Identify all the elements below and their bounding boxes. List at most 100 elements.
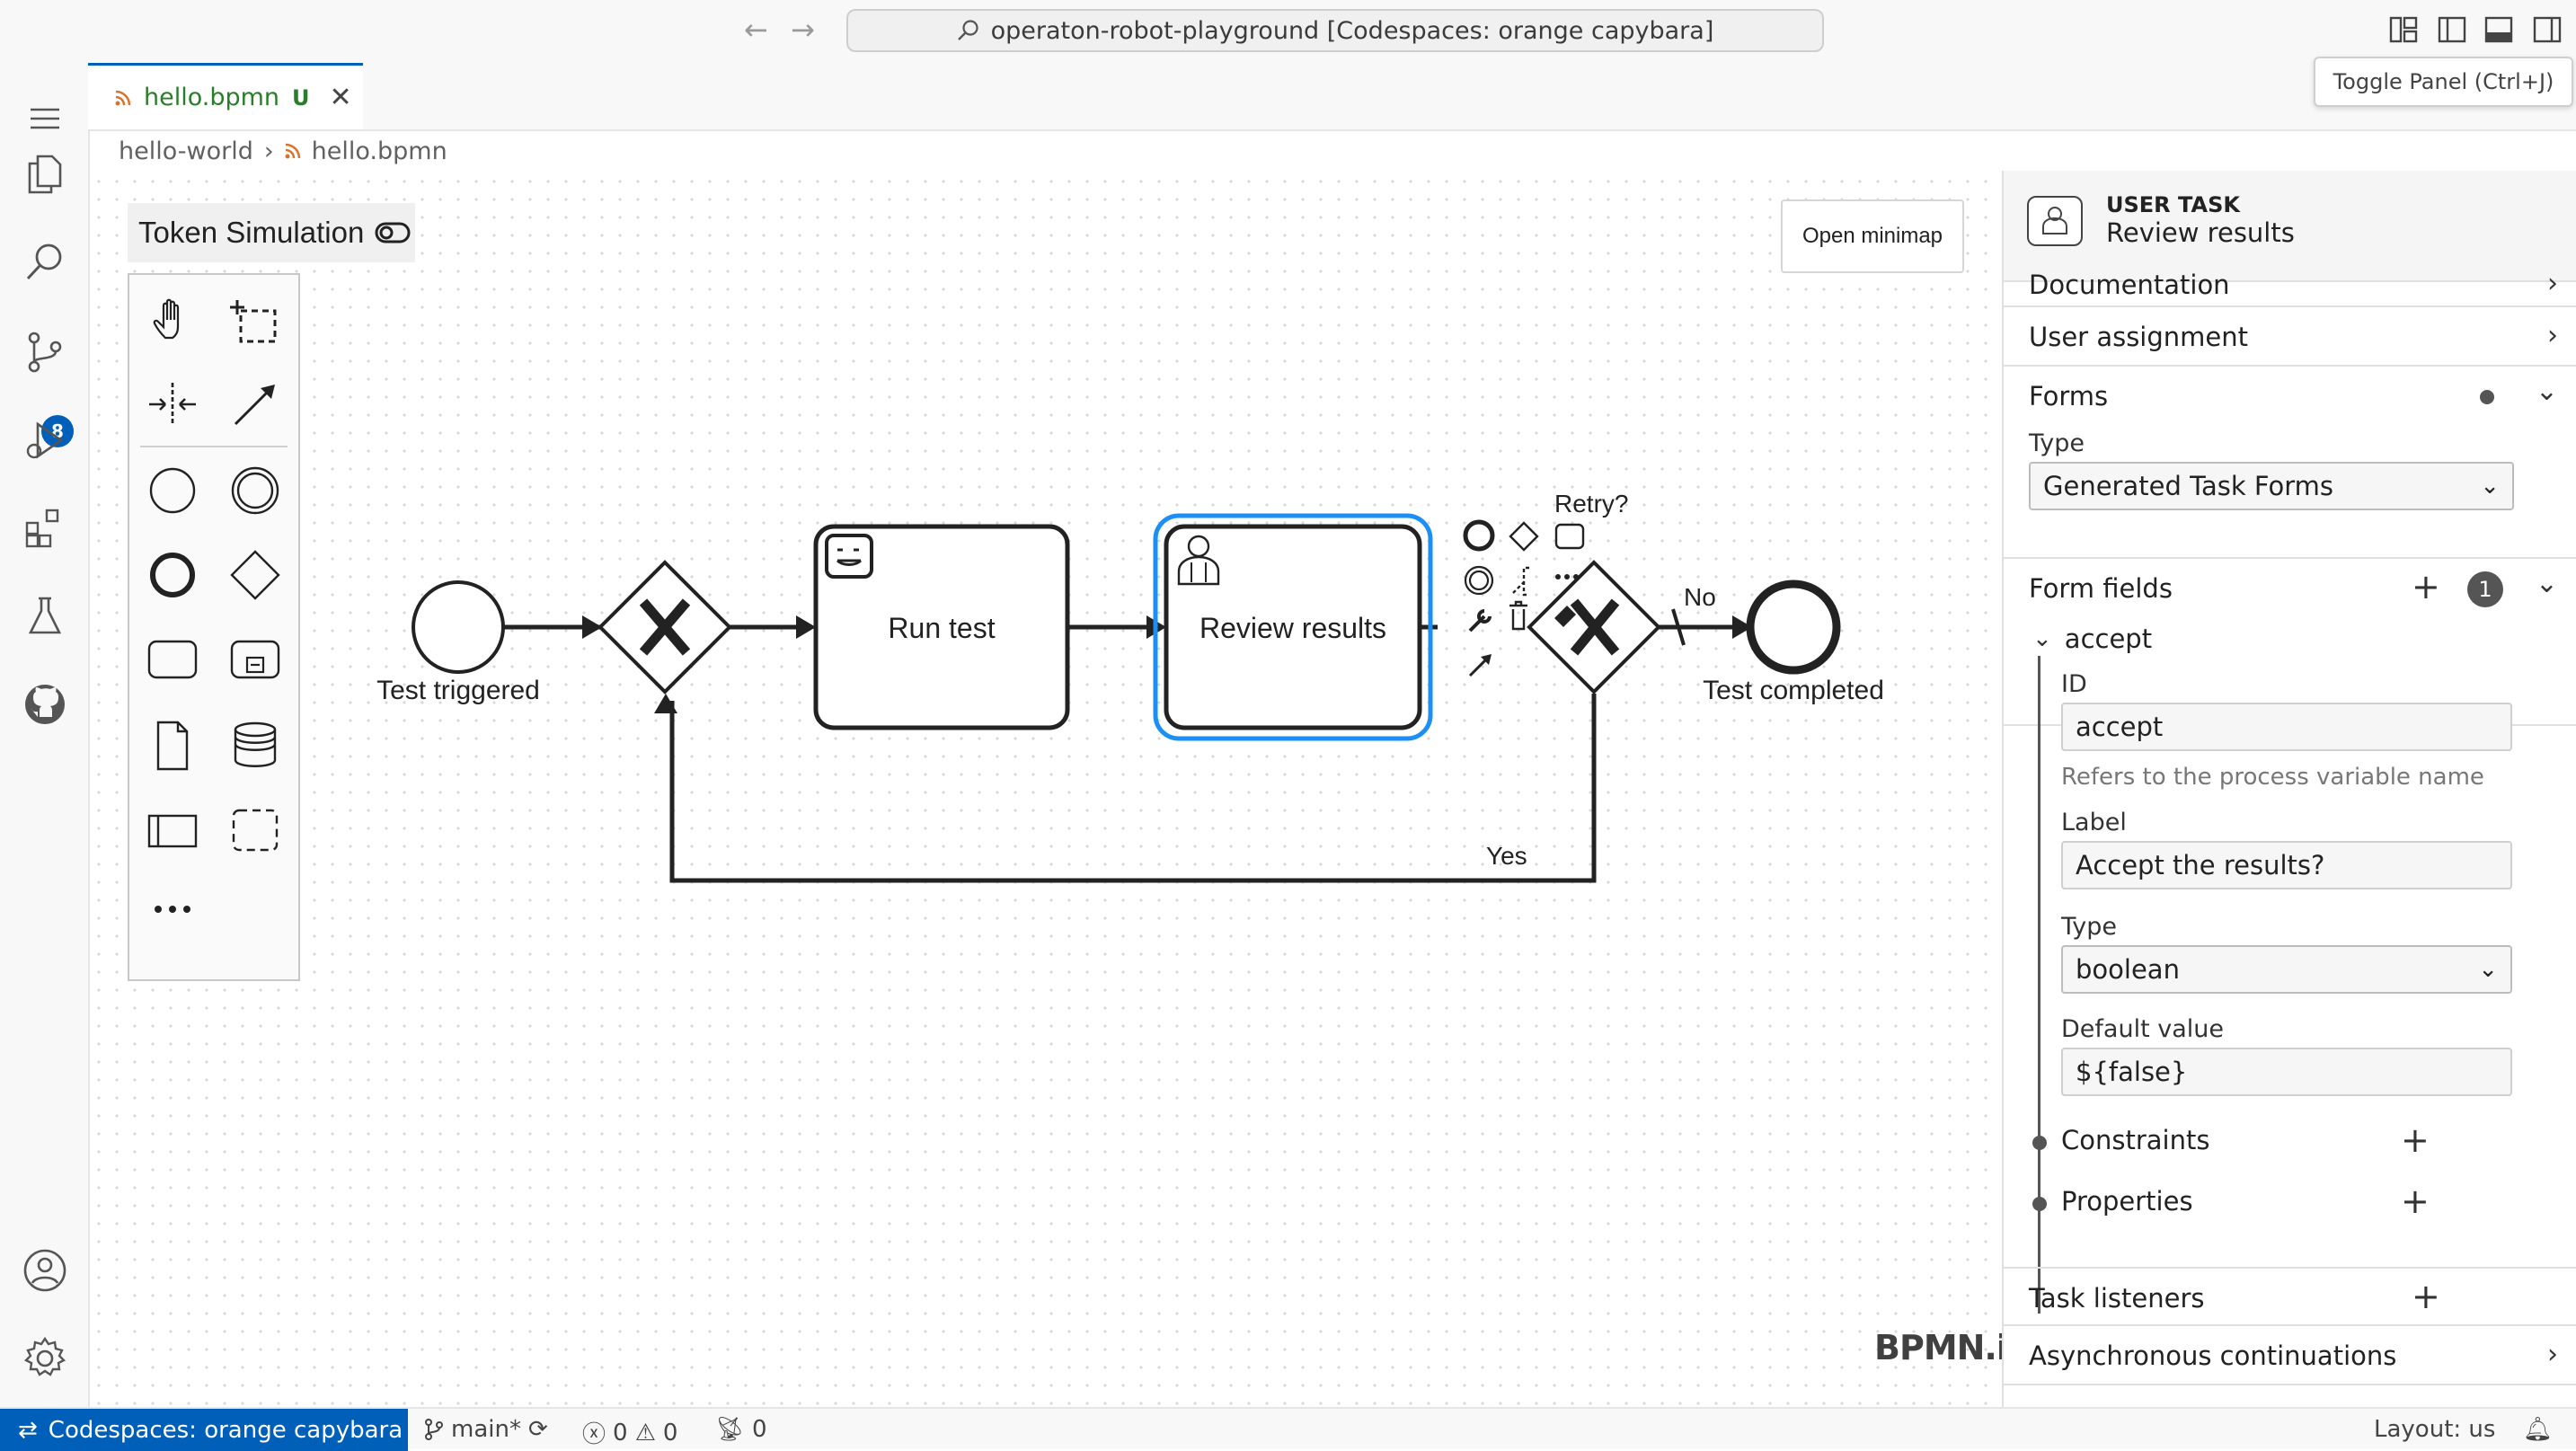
sync-icon[interactable]: ⟳ <box>527 1416 548 1443</box>
start-event-icon[interactable] <box>146 464 199 518</box>
github-icon[interactable] <box>22 681 68 728</box>
remote-indicator[interactable]: ⇄ Codespaces: orange capybara <box>0 1409 408 1451</box>
open-minimap-button[interactable]: Open minimap <box>1781 199 1964 273</box>
data-store-icon[interactable] <box>228 719 282 773</box>
end-event[interactable] <box>1746 580 1841 675</box>
group-user-assignment[interactable]: User assignment › <box>2004 307 2576 367</box>
type-label: Type <box>2061 913 2118 941</box>
back-arrow-icon[interactable]: ← <box>744 13 768 47</box>
chevron-down-icon[interactable]: ⌄ <box>2535 376 2558 407</box>
lasso-tool-icon[interactable] <box>228 295 282 349</box>
command-center-search[interactable]: operaton-robot-playground [Codespaces: o… <box>846 9 1824 52</box>
wrench-icon[interactable] <box>1468 609 1492 633</box>
user-task-icon <box>2027 196 2083 246</box>
id-input[interactable]: accept <box>2061 703 2512 751</box>
branch-indicator[interactable]: main* ⟳ <box>424 1416 548 1443</box>
type-select[interactable]: boolean ⌄ <box>2061 945 2512 994</box>
default-value-input[interactable]: ${false} <box>2061 1048 2512 1096</box>
pool-icon[interactable] <box>146 803 199 857</box>
menu-icon[interactable] <box>22 95 68 142</box>
accounts-icon[interactable] <box>22 1247 68 1294</box>
label-input[interactable]: Accept the results? <box>2061 841 2512 889</box>
tab-hello-bpmn[interactable]: hello.bpmn U ✕ <box>88 63 363 129</box>
keyboard-layout[interactable]: Layout: us <box>2374 1416 2496 1443</box>
append-gateway-icon[interactable] <box>1509 521 1539 552</box>
source-control-icon[interactable] <box>22 329 68 376</box>
tree-node-dot <box>2032 1136 2047 1150</box>
customize-layout-icon[interactable] <box>2388 14 2419 45</box>
explorer-icon[interactable] <box>22 151 68 198</box>
gear-icon[interactable] <box>22 1335 68 1382</box>
extensions-icon[interactable] <box>22 505 68 552</box>
append-text-annotation-icon[interactable] <box>1512 566 1529 597</box>
group-documentation[interactable]: Documentation › <box>2004 268 2576 307</box>
forward-arrow-icon[interactable]: → <box>791 13 815 47</box>
group-async-continuations[interactable]: Asynchronous continuations › <box>2004 1326 2576 1385</box>
add-form-field-icon[interactable]: + <box>2412 567 2440 606</box>
append-end-event-icon[interactable] <box>1463 519 1495 552</box>
token-simulation-label: Token Simulation <box>138 216 365 249</box>
user-task-review-results[interactable] <box>1164 524 1422 730</box>
color-icon[interactable] <box>1554 606 1576 627</box>
add-constraint-icon[interactable]: + <box>2401 1120 2430 1160</box>
label-no[interactable]: No <box>1684 583 1716 611</box>
group-task-listeners[interactable]: Task listeners + <box>2004 1267 2576 1326</box>
group-title: Task listeners <box>2029 1283 2205 1314</box>
search-icon[interactable] <box>22 239 68 286</box>
label-start[interactable]: Test triggered <box>376 676 540 705</box>
label-retry[interactable]: Retry? <box>1554 490 1628 518</box>
problems-indicator[interactable]: ⓧ 0 ⚠ 0 <box>582 1416 677 1449</box>
service-task-run-test[interactable] <box>813 524 1070 730</box>
more-icon[interactable] <box>1555 574 1561 580</box>
chevron-down-icon[interactable]: ⌄ <box>2535 568 2558 599</box>
properties-label[interactable]: Properties <box>2061 1186 2193 1217</box>
search-text: operaton-robot-playground [Codespaces: o… <box>990 16 1714 45</box>
toggle-panel-icon[interactable] <box>2483 14 2514 45</box>
subprocess-icon[interactable] <box>228 633 282 686</box>
breadcrumb-folder[interactable]: hello-world <box>119 137 253 165</box>
form-field-item[interactable]: ⌄ accept <box>2032 624 2152 654</box>
hand-tool-icon[interactable] <box>146 295 199 349</box>
toggle-primary-sidebar-icon[interactable] <box>2437 14 2467 45</box>
group-icon[interactable] <box>228 803 282 857</box>
constraints-label[interactable]: Constraints <box>2061 1125 2210 1155</box>
add-property-icon[interactable]: + <box>2401 1181 2430 1221</box>
breadcrumb-file[interactable]: hello.bpmn <box>311 137 447 165</box>
testing-icon[interactable] <box>22 593 68 640</box>
selection-outline <box>1153 513 1433 741</box>
add-task-listener-icon[interactable]: + <box>2412 1277 2440 1316</box>
append-task-icon[interactable] <box>1554 523 1585 550</box>
label-end[interactable]: Test completed <box>1703 676 1884 705</box>
space-tool-icon[interactable] <box>146 377 199 431</box>
toggle-secondary-sidebar-icon[interactable] <box>2532 14 2563 45</box>
bell-icon[interactable]: 🔔︎ <box>2523 1416 2554 1443</box>
task-icon[interactable] <box>146 633 199 686</box>
more-options-icon[interactable] <box>146 882 199 936</box>
form-fields-header[interactable]: Form fields + 1 ⌄ <box>2004 559 2576 616</box>
arrow-head <box>796 615 816 639</box>
default-value-label: Default value <box>2061 1015 2224 1043</box>
start-event[interactable] <box>412 580 505 674</box>
tree-line <box>2038 656 2040 1314</box>
run-debug-icon[interactable] <box>22 417 68 464</box>
gateway-icon[interactable] <box>228 548 282 602</box>
group-title[interactable]: Forms <box>2029 381 2109 411</box>
data-object-icon[interactable] <box>146 719 199 773</box>
token-simulation-toggle[interactable]: Token Simulation <box>128 203 415 262</box>
toggle-panel-tooltip: Toggle Panel (Ctrl+J) <box>2314 57 2573 107</box>
flow-retry-loop[interactable] <box>669 694 1597 883</box>
label-yes[interactable]: Yes <box>1486 842 1527 870</box>
label-review[interactable]: Review results <box>1199 612 1386 644</box>
global-connect-tool-icon[interactable] <box>228 377 282 431</box>
end-event-icon[interactable] <box>146 548 199 602</box>
ports-indicator[interactable]: 📡︎ 0 <box>715 1416 767 1443</box>
label-run-test[interactable]: Run test <box>888 612 995 644</box>
gateway-x-marker <box>1570 598 1620 656</box>
intermediate-event-icon[interactable] <box>228 464 282 518</box>
properties-panel: USER TASK Review results Documentation ›… <box>2002 171 2576 1407</box>
trash-icon[interactable] <box>1509 600 1527 631</box>
forms-type-select[interactable]: Generated Task Forms ⌄ <box>2029 462 2514 510</box>
chevron-right-icon: › <box>263 137 274 165</box>
close-icon[interactable]: ✕ <box>329 82 352 113</box>
bpmn-canvas[interactable] <box>90 173 2002 1405</box>
